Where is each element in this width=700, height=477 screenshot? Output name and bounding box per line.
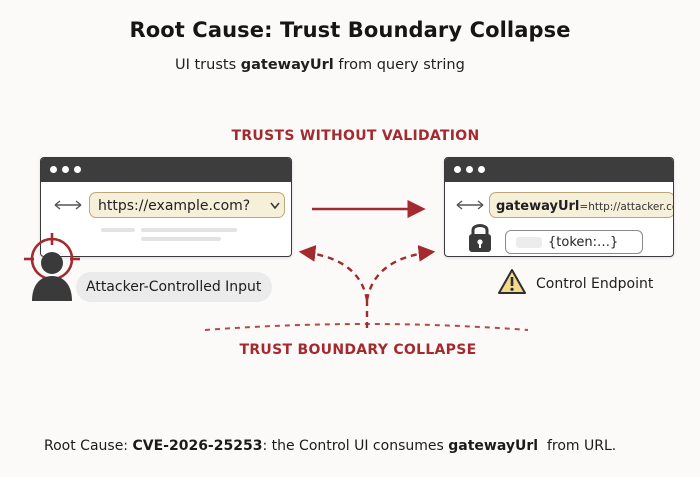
footer-param: gatewayUrl — [448, 438, 539, 454]
url-text: https://example.com? — [98, 198, 251, 214]
window-dot-icon — [74, 166, 81, 173]
back-forward-arrow-icon — [456, 200, 484, 210]
subtitle: UI trusts gatewayUrl from query string — [175, 57, 465, 73]
placeholder-line — [101, 228, 135, 232]
token-text: {token:…} — [548, 235, 619, 250]
window-dot-icon — [478, 166, 485, 173]
control-ui-window: gatewayUrl=http://attacker.com {token:…} — [444, 157, 674, 257]
trust-boundary-line — [204, 323, 529, 331]
warning-icon — [498, 269, 526, 294]
placeholder-line — [141, 228, 237, 232]
trusts-without-validation-label: TRUSTS WITHOUT VALIDATION — [231, 128, 480, 144]
url-param: gatewayUrl — [496, 199, 580, 214]
url-bar[interactable]: https://example.com? — [89, 192, 285, 218]
subtitle-prefix: UI trusts — [175, 57, 241, 73]
attacker-input-label: Attacker-Controlled Input — [76, 272, 272, 302]
control-endpoint-label: Control Endpoint — [536, 276, 654, 292]
subtitle-param: gatewayUrl — [240, 57, 334, 73]
footer-root-cause: Root Cause: CVE-2026-25253: the Control … — [44, 438, 616, 454]
attacker-target-icon — [24, 233, 80, 301]
placeholder-line — [141, 237, 221, 241]
subtitle-suffix: from query string — [333, 57, 465, 73]
footer-middle: : the Control UI consumes — [262, 438, 449, 454]
url-value: =http://attacker.com — [579, 201, 673, 213]
window-dot-icon — [62, 166, 69, 173]
window-title-bar — [41, 158, 291, 182]
redacted-block — [516, 237, 542, 248]
trust-boundary-collapse-label: TRUST BOUNDARY COLLAPSE — [239, 342, 477, 358]
window-dot-icon — [466, 166, 473, 173]
attacker-browser-window: https://example.com? — [40, 157, 292, 257]
window-dot-icon — [50, 166, 57, 173]
url-bar[interactable]: gatewayUrl=http://attacker.com — [489, 192, 673, 218]
lock-icon — [469, 224, 491, 252]
window-dot-icon — [454, 166, 461, 173]
footer-prefix: Root Cause: — [44, 438, 133, 454]
token-bubble: {token:…} — [505, 230, 643, 254]
window-title-bar — [445, 158, 673, 182]
back-forward-arrow-icon — [54, 200, 82, 210]
collapse-branch-left — [298, 245, 369, 301]
footer-suffix: from URL. — [538, 438, 617, 454]
footer-cve: CVE-2026-25253 — [132, 438, 263, 454]
chevron-down-icon — [270, 202, 280, 210]
collapse-branch-right — [365, 245, 436, 301]
diagram-title: Root Cause: Trust Boundary Collapse — [129, 18, 571, 42]
